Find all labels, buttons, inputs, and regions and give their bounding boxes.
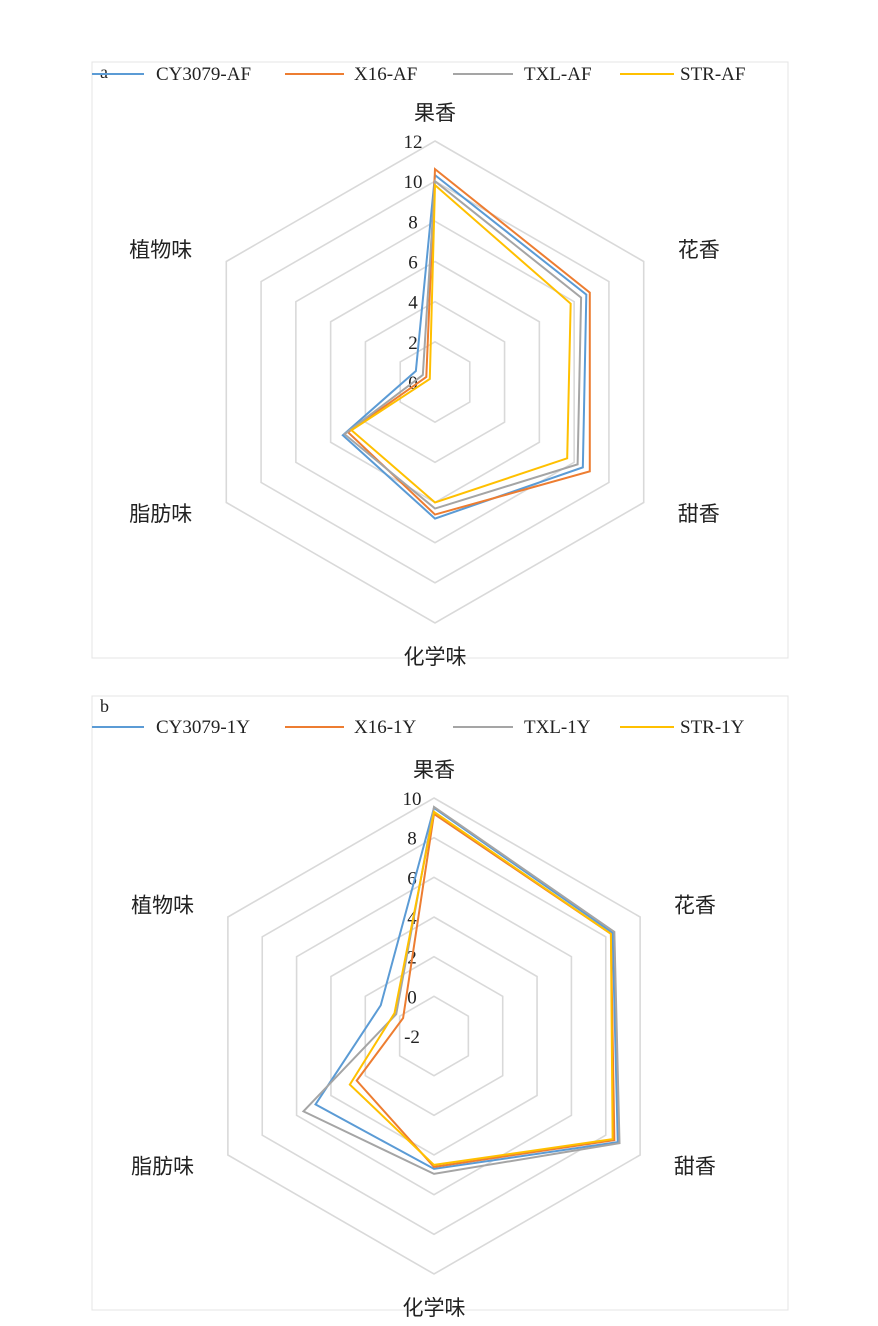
category-label: 植物味: [129, 238, 192, 262]
category-label: 甜香: [674, 1154, 716, 1178]
grid-ring: [227, 797, 641, 1275]
grid-ring: [364, 955, 504, 1117]
legend-label: CY3079-1Y: [156, 717, 250, 738]
legend-label: STR-1Y: [680, 717, 745, 738]
grid-ring: [295, 876, 573, 1196]
grid-ring: [260, 180, 610, 584]
tick-label: 0: [407, 987, 417, 1008]
grid-ring: [225, 140, 645, 624]
tick-label: 4: [408, 293, 418, 314]
category-label: 植物味: [131, 894, 194, 918]
panel-label: a: [100, 62, 108, 82]
tick-label: -2: [404, 1027, 420, 1048]
tick-label: 10: [404, 172, 423, 193]
grid-ring: [329, 260, 541, 504]
tick-label: 8: [408, 212, 418, 233]
tick-label: 10: [403, 789, 422, 810]
category-label: 果香: [414, 101, 456, 125]
panel-frame: [91, 695, 789, 1311]
legend-label: X16-1Y: [354, 717, 417, 738]
category-label: 甜香: [678, 502, 720, 526]
tick-label: 6: [408, 253, 418, 274]
series-line-TXL-AF: [342, 179, 583, 510]
series-line-STR-AF: [349, 183, 572, 504]
panel-frame: [91, 61, 789, 659]
grid-ring: [261, 836, 607, 1236]
series-line-CY3079-AF: [341, 173, 588, 520]
legend-label: TXL-AF: [524, 64, 592, 85]
grid-ring: [399, 340, 471, 424]
grid-ring: [295, 220, 575, 544]
legend-label: STR-AF: [680, 64, 745, 85]
grid-ring: [398, 995, 470, 1077]
category-label: 脂肪味: [131, 1154, 194, 1178]
tick-label: 6: [407, 868, 417, 889]
category-label: 化学味: [404, 645, 467, 669]
category-label: 花香: [678, 238, 720, 262]
panel-label: b: [100, 696, 109, 716]
category-label: 化学味: [403, 1296, 466, 1320]
tick-label: 8: [407, 829, 417, 850]
legend-label: CY3079-AF: [156, 64, 251, 85]
category-label: 花香: [674, 894, 716, 918]
grid-ring: [364, 300, 506, 464]
tick-label: 12: [404, 132, 423, 153]
grid-ring: [330, 916, 538, 1156]
legend-label: X16-AF: [354, 64, 417, 85]
category-label: 脂肪味: [129, 502, 192, 526]
series-line-CY3079-1Y: [314, 806, 619, 1170]
tick-label: 2: [408, 333, 418, 354]
category-label: 果香: [413, 758, 455, 782]
legend-label: TXL-1Y: [524, 717, 591, 738]
